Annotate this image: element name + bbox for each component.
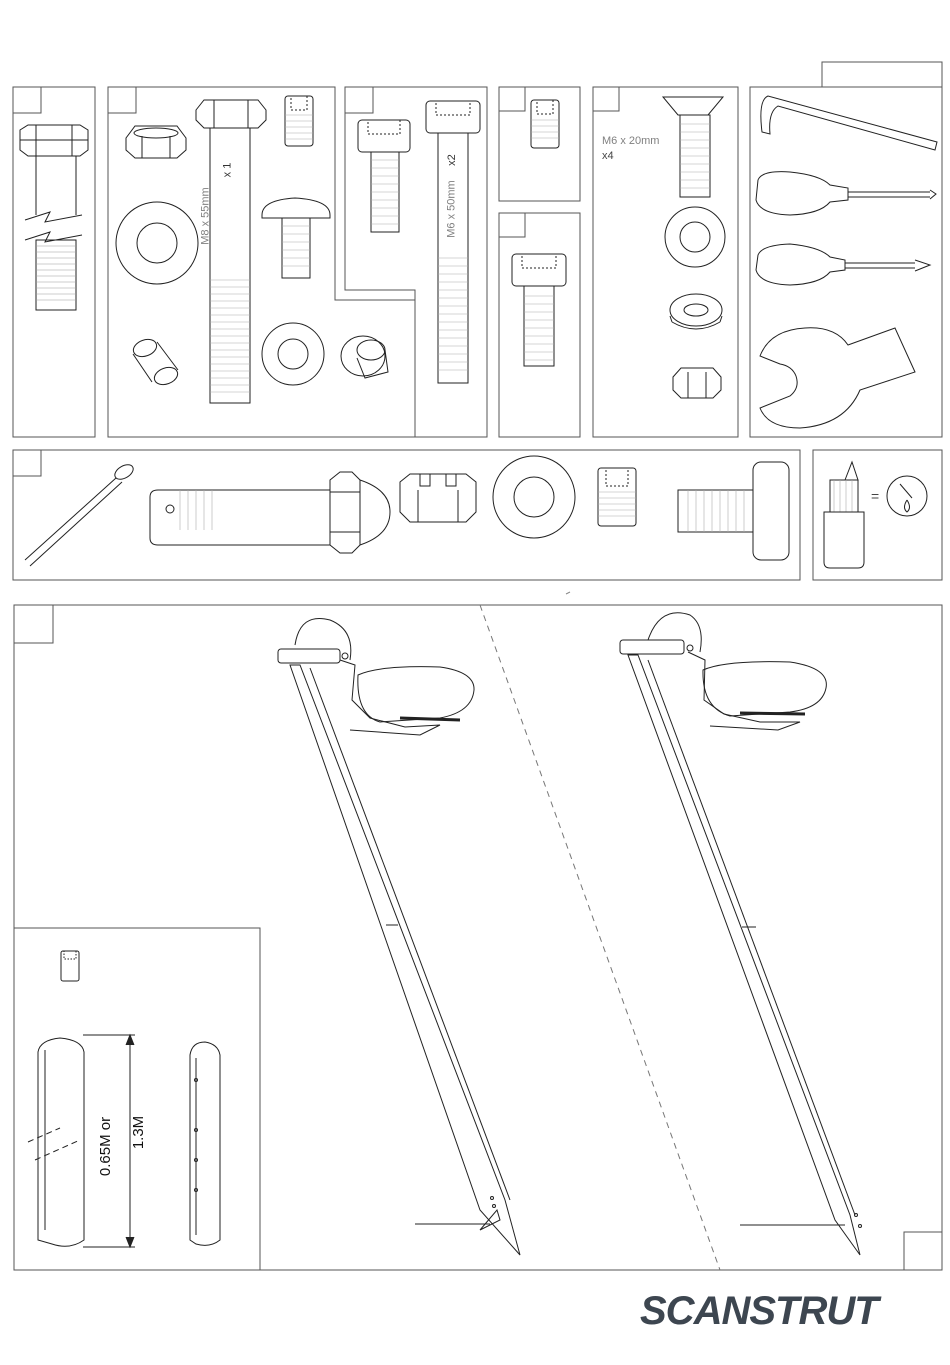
page-tab [822,62,942,87]
screwdriver-flat-icon [756,172,848,215]
screwdriver-phillips-icon [756,244,845,285]
panel-7-tools [750,87,942,437]
bolt-m6-label: M6 x 50mm [446,180,458,237]
pole-length-label-2: 1.3M [130,1116,147,1149]
bolt-m6-qty-label: x2 [446,154,458,166]
panel-8-pin-kit [13,450,800,580]
panel-10-pole-assembly [14,605,942,1270]
scanstrut-logo: SCANSTRUT [640,1286,940,1336]
pole-length-label-1: 0.65M or [97,1117,114,1176]
bolt-m8-qty-label: x 1 [221,163,233,178]
panel-3-outline [345,87,487,437]
panel-9-threadlock [813,450,942,580]
step-number-box [345,87,373,113]
panel-4-grub-screw [499,87,580,201]
screw-m6-qty-label: x4 [602,150,614,162]
equals-sign: = [871,488,879,504]
allen-key-icon [761,96,937,150]
screw-m6-label: M6 x 20mm [602,135,659,147]
panel-2-outline [108,87,415,437]
bolt-m8-label: M8 x 55mm [200,187,212,244]
step-number-box [108,87,136,113]
panel-2-parts [116,96,388,403]
threadlock-bottle-icon [824,512,864,568]
pole-assembly-right [620,613,862,1255]
step-number-box [13,87,41,113]
spanner-icon [760,328,915,428]
panel-5-cap-screw [499,213,580,437]
thread-drop-icon [887,476,927,516]
panel-1-long-bolt [13,87,95,437]
pole-assembly-left [278,618,520,1255]
inset-pole-sections [14,928,260,1270]
